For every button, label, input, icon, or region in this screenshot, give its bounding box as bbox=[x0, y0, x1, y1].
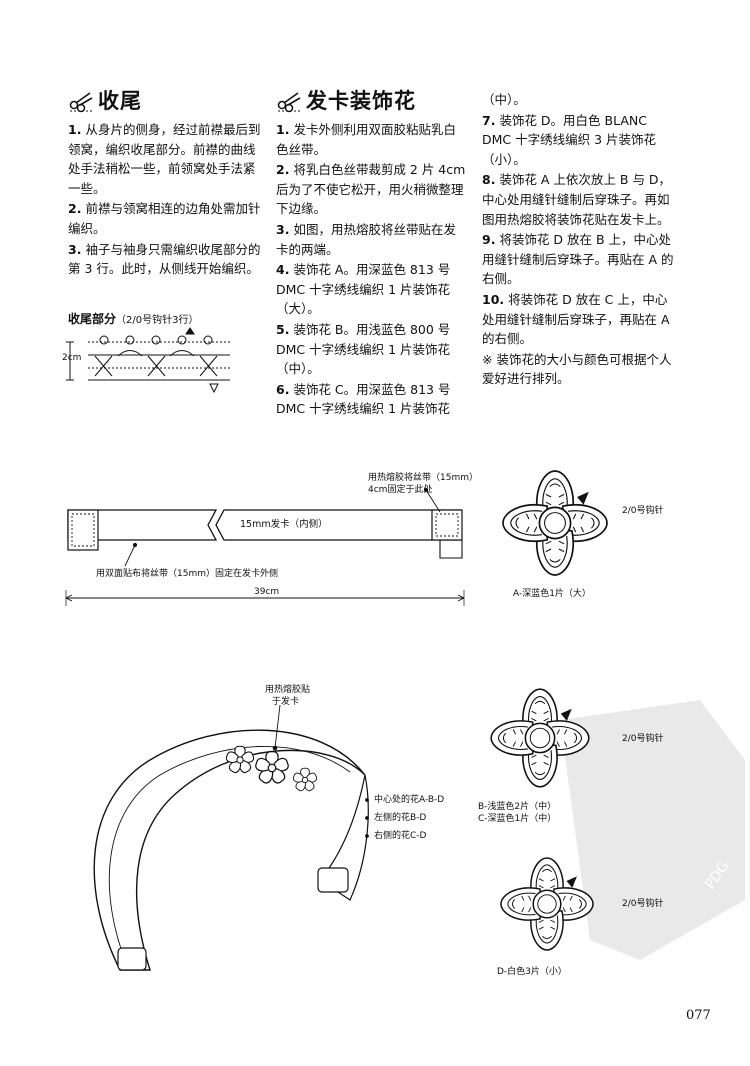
legend-center-flower: 中心处的花A-B-D bbox=[374, 795, 445, 805]
flower-step-10: 10. 将装饰花 D 放在 C 上，中心处用缝针缝制后穿珠子，再贴在 A 的右侧… bbox=[482, 291, 670, 347]
flower-step-5: 5. 装饰花 B。用浅蓝色 800 号 DMC 十字绣线编织 1 片装饰花（中）… bbox=[276, 321, 451, 377]
flat-bottom-note: 用双面贴布将丝带（15mm）固定在发卡外侧 bbox=[96, 569, 278, 579]
flower-step-7: 7. 装饰花 D。用白色 BLANC DMC 十字绣线编织 3 片装饰花（小）。 bbox=[482, 112, 657, 167]
finishing-step-3: 3. 袖子与袖身只需编织收尾部分的第 3 行。此时，从侧线开始编织。 bbox=[68, 241, 261, 277]
edging-height-label: 2cm bbox=[62, 353, 82, 363]
headband-curved-diagram bbox=[93, 704, 369, 971]
section-hair-flower-title: 发卡装饰花 bbox=[306, 88, 416, 114]
scissors-icon bbox=[69, 92, 93, 113]
flower-step-6-cont: （中）。 bbox=[482, 92, 526, 107]
flower-step-6: 6. 装饰花 C。用深蓝色 813 号 DMC 十字绣线编织 1 片装饰花 bbox=[276, 381, 451, 417]
finishing-step-2: 2. 前襟与领窝相连的边角处需加针编织。 bbox=[68, 201, 261, 236]
finishing-step-1: 1. 从身片的侧身，经过前襟最后到领窝，编织收尾部分。前襟的曲线处手法稍松一些，… bbox=[68, 122, 261, 196]
watermark-seal bbox=[560, 700, 745, 960]
flat-length-label: 39cm bbox=[254, 587, 280, 597]
flower-bc-hook: 2/0号钩针 bbox=[622, 734, 664, 744]
legend-right-flower: 右侧的花C-D bbox=[374, 831, 427, 841]
flower-a-caption: A-深蓝色1片（大） bbox=[513, 589, 591, 599]
edging-diagram-title: 收尾部分（2/0号钩针3行） bbox=[68, 312, 199, 326]
curved-note-2: 于发卡 bbox=[272, 697, 300, 707]
flower-step-8: 8. 装饰花 A 上依次放上 B 与 D，中心处用缝针缝制后穿珠子。再如图用热熔… bbox=[482, 172, 672, 227]
flower-d-hook: 2/0号钩针 bbox=[622, 899, 664, 909]
section-hair-flower-heading: 发卡装饰花 bbox=[276, 86, 466, 116]
flower-c-caption: C-深蓝色1片（中） bbox=[478, 814, 557, 824]
flat-top-note-2: 4cm固定于此处 bbox=[368, 485, 433, 495]
flat-inner-label: 15mm发卡（内侧） bbox=[240, 519, 328, 530]
page-number: 077 bbox=[686, 1008, 711, 1023]
section-finishing-heading: 收尾 bbox=[68, 86, 264, 116]
section-finishing: 收尾 1. 从身片的侧身，经过前襟最后到领窝，编织收尾部分。前襟的曲线处手法稍松… bbox=[68, 86, 264, 280]
flower-step-4: 4. 装饰花 A。用深蓝色 813 号 DMC 十字绣线编织 1 片装饰花（大）… bbox=[276, 262, 451, 317]
flower-d-caption: D-白色3片（小） bbox=[497, 967, 567, 977]
flower-note: ※ 装饰花的大小与颜色可根据个人爱好进行排列。 bbox=[482, 351, 672, 387]
flower-a-chart bbox=[503, 471, 607, 575]
legend-left-flower: 左侧的花B-D bbox=[374, 813, 427, 823]
curved-note-1: 用热熔胶贴 bbox=[265, 685, 311, 695]
flower-a-hook: 2/0号钩针 bbox=[622, 506, 664, 516]
flower-step-3: 3. 如图，用热熔胶将丝带贴在发卡的两端。 bbox=[276, 221, 456, 257]
scissors-icon bbox=[277, 92, 301, 113]
section-hair-flower-cont: （中）。 7. 装饰花 D。用白色 BLANC DMC 十字绣线编织 3 片装饰… bbox=[482, 90, 674, 390]
section-finishing-title: 收尾 bbox=[98, 88, 142, 114]
flower-step-2: 2. 将乳白色丝带裁剪成 2 片 4cm 后为了不使它松开，用火稍微整理下边缘。 bbox=[276, 162, 466, 217]
flat-top-note-1: 用热熔胶将丝带（15mm） bbox=[368, 473, 478, 483]
section-hair-flower: 发卡装饰花 1. 发卡外侧利用双面胶粘贴乳白色丝带。 2. 将乳白色丝带裁剪成 … bbox=[276, 86, 466, 420]
flower-step-9: 9. 将装饰花 D 放在 B 上，中心处用缝针缝制后穿珠子。再贴在 A 的右侧。 bbox=[482, 232, 674, 287]
flower-step-1: 1. 发卡外侧利用双面胶粘贴乳白色丝带。 bbox=[276, 122, 456, 157]
flower-d-chart bbox=[501, 858, 593, 950]
headband-flat-diagram bbox=[65, 487, 465, 606]
flower-bc-chart bbox=[491, 689, 589, 787]
edging-chart bbox=[66, 327, 230, 394]
flower-b-caption: B-浅蓝色2片（中） bbox=[478, 802, 557, 812]
